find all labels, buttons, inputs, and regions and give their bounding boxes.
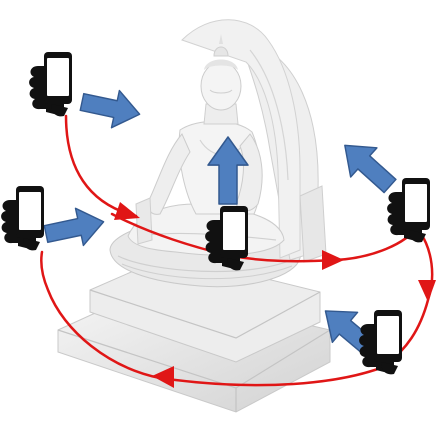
- phone-top-left-icon: [29, 52, 72, 116]
- view-arrow-left-icon: [42, 203, 108, 252]
- phone-right-icon: [387, 178, 430, 242]
- phone-lower-right-icon: [359, 310, 402, 374]
- trajectory-head-icon-3: [418, 280, 436, 302]
- view-arrow-top-left-icon: [78, 83, 144, 132]
- phone-left-icon: [1, 186, 44, 250]
- trajectory-upper-left: [66, 116, 136, 216]
- statue-model: [58, 20, 330, 412]
- view-arrow-right-icon: [332, 131, 403, 201]
- trajectory-head-icon-2: [322, 250, 344, 270]
